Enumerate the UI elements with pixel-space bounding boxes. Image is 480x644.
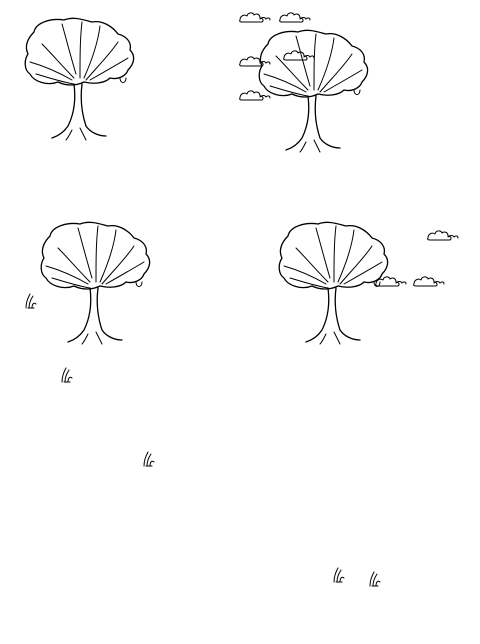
- cloud-icon: [283, 50, 315, 61]
- grass-tuft-5: [369, 571, 381, 587]
- tree-middle-left: [40, 221, 151, 345]
- cloud-icon: [427, 230, 459, 241]
- tree-top-right: [258, 29, 369, 153]
- tree-middle-right: [278, 221, 389, 345]
- grass-tuft-1: [25, 293, 37, 309]
- tree-top-left: [24, 17, 135, 141]
- cloud-icon: [413, 276, 445, 287]
- grass-tuft-2: [61, 367, 73, 383]
- cloud-icon: [239, 12, 271, 23]
- cloud-icon: [239, 56, 271, 67]
- grass-tuft-3: [143, 451, 155, 467]
- cloud-icon: [239, 90, 271, 101]
- grass-tuft-4: [333, 567, 345, 583]
- cloud-icon: [279, 12, 311, 23]
- cloud-group-middle-right-tree: [375, 230, 459, 287]
